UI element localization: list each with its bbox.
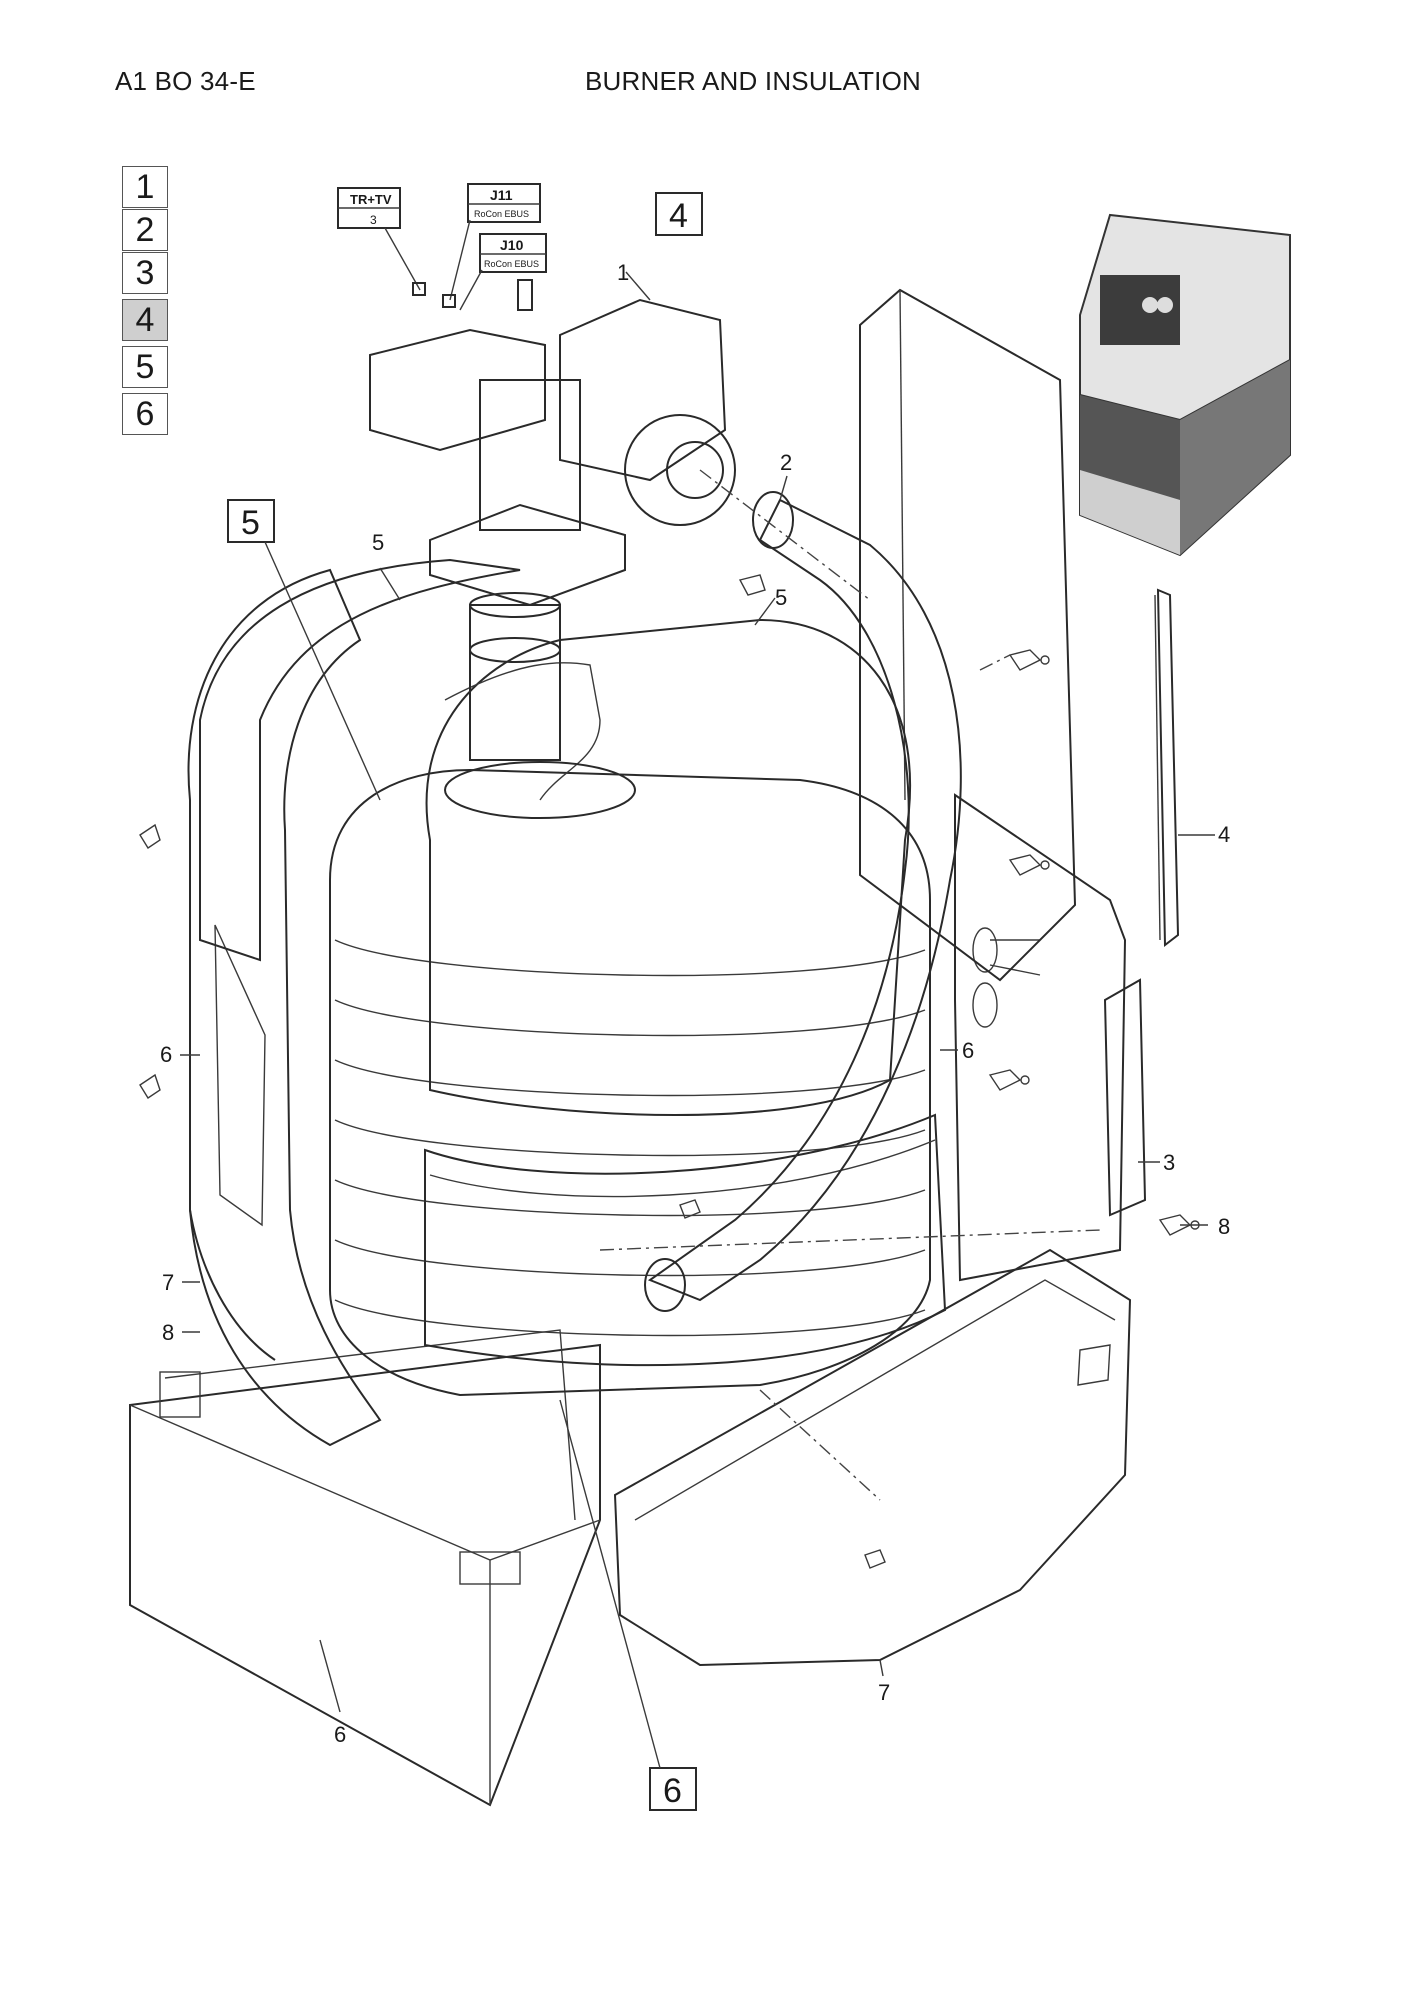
- section-nav-item-1[interactable]: 1: [122, 166, 168, 208]
- page-title: BURNER AND INSULATION: [585, 66, 921, 96]
- part-label: 6: [962, 1038, 974, 1063]
- section-nav-item-3[interactable]: 3: [122, 252, 168, 294]
- connector-j11: J11 RoCon EBUS: [442, 183, 541, 308]
- section-nav-item-4[interactable]: 4: [122, 299, 168, 341]
- connector-j11-label: J11: [490, 187, 513, 203]
- connector-tr-tv: TR+TV 3: [337, 187, 426, 296]
- part-label: 7: [878, 1680, 890, 1705]
- part-labels: 1 2 5 5 4 6 6 3 8 7 8 6 7: [160, 260, 1230, 1747]
- part-label: 6: [160, 1042, 172, 1067]
- connector-j11-sub: RoCon EBUS: [474, 209, 529, 219]
- part-label: 4: [1218, 822, 1230, 847]
- connector-tr-tv-label: TR+TV: [350, 192, 392, 207]
- upper-insulation-hood: [199, 558, 911, 1116]
- part-label: 7: [162, 1270, 174, 1295]
- clip-fasteners: [139, 574, 1200, 1569]
- svg-text:4: 4: [669, 197, 688, 235]
- callout-box-6: 6: [559, 1399, 697, 1811]
- callout-box-4: 4: [655, 192, 703, 236]
- side-panel: [954, 793, 1147, 1282]
- front-insulation-band: [424, 1113, 947, 1367]
- connector-tr-tv-sub: 3: [370, 213, 377, 227]
- flue-pipe: [644, 491, 962, 1312]
- base-block: [129, 1329, 601, 1807]
- burner-assembly: [369, 279, 736, 819]
- leader-lines: [180, 271, 1215, 1713]
- boiler-thumbnail: [1079, 213, 1291, 557]
- part-label: 5: [775, 585, 787, 610]
- part-label: 2: [780, 450, 792, 475]
- callout-box-5: 5: [227, 499, 381, 801]
- back-panel: [859, 288, 1180, 982]
- heat-exchanger: [329, 768, 931, 1397]
- part-label: 5: [372, 530, 384, 555]
- connector-j10-sub: RoCon EBUS: [484, 259, 539, 269]
- document-code: A1 BO 34-E: [115, 66, 256, 96]
- svg-text:6: 6: [663, 1772, 682, 1810]
- part-label: 6: [334, 1722, 346, 1747]
- part-label: 3: [1163, 1150, 1175, 1175]
- section-nav-item-5[interactable]: 5: [122, 346, 168, 388]
- part-label: 8: [162, 1320, 174, 1345]
- section-nav-item-6[interactable]: 6: [122, 393, 168, 435]
- part-label: 8: [1218, 1214, 1230, 1239]
- lower-insulation-tray: [613, 1248, 1132, 1667]
- connector-j10: J10 RoCon EBUS: [459, 233, 547, 311]
- connector-j10-label: J10: [500, 237, 524, 253]
- left-insulation-shell: [187, 568, 382, 1447]
- part-label: 1: [617, 260, 629, 285]
- svg-text:5: 5: [241, 504, 260, 542]
- section-nav-item-2[interactable]: 2: [122, 209, 168, 251]
